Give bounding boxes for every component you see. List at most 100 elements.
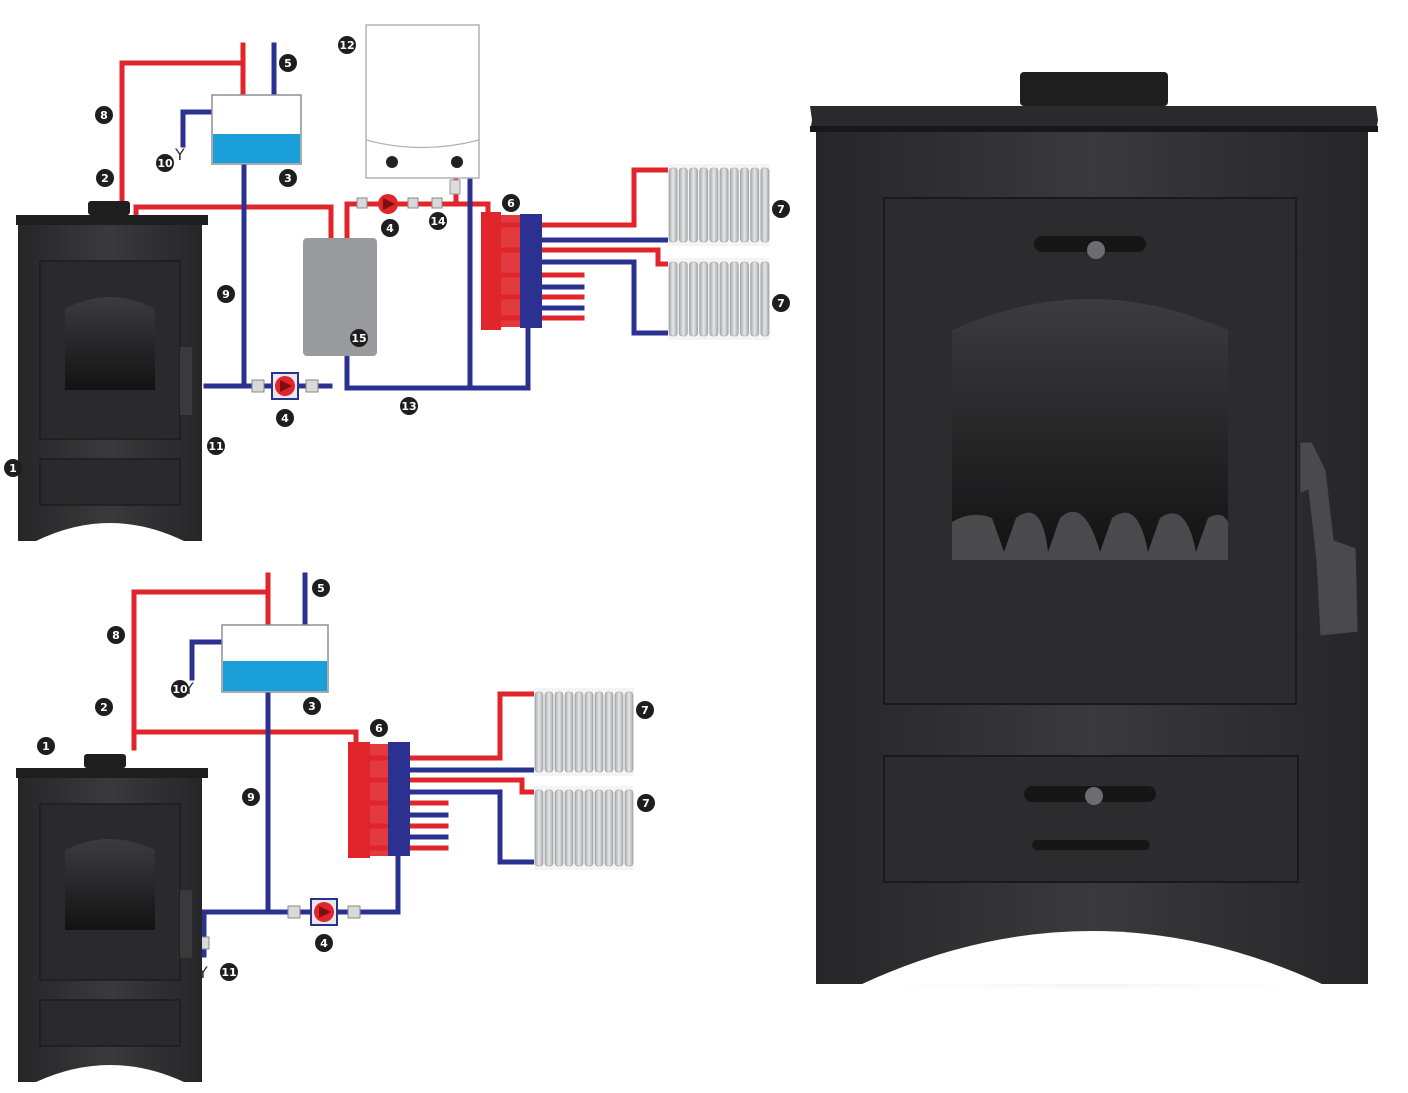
badge-5: 5 xyxy=(312,579,330,597)
radiator-fin xyxy=(554,691,564,773)
radiator-fin xyxy=(534,691,544,773)
top-small-stove xyxy=(16,201,208,541)
badge-13: 13 xyxy=(400,397,418,415)
badge-label: 14 xyxy=(430,215,446,228)
radiator-fin xyxy=(614,691,624,773)
top-pipe-boiler-hot xyxy=(344,201,491,241)
radiator-fin xyxy=(689,167,698,243)
radiator-fin xyxy=(614,789,624,867)
top-valve-icon xyxy=(251,197,443,393)
bottom-radiator-1-supply xyxy=(497,691,539,761)
badge-7: 7 xyxy=(637,794,655,812)
radiator-fin xyxy=(689,261,698,337)
large-stove-photo xyxy=(792,72,1392,993)
badge-6: 6 xyxy=(502,194,520,212)
badge-label: 8 xyxy=(100,109,108,122)
bottom-radiator-1 xyxy=(534,688,634,776)
badge-label: 6 xyxy=(375,722,383,735)
badge-11: 11 xyxy=(207,437,225,455)
radiator-fin xyxy=(699,167,709,243)
radiator-fin xyxy=(668,167,678,243)
radiator-fin xyxy=(760,261,770,337)
badge-label: 2 xyxy=(101,172,109,185)
badge-label: 4 xyxy=(320,937,328,950)
radiator-fin xyxy=(584,691,594,773)
bottom-radiator-2-return xyxy=(407,789,539,865)
top-pipe-2-hot-riser xyxy=(133,204,334,241)
badge-label: 1 xyxy=(42,740,50,753)
badge-7: 7 xyxy=(772,294,790,312)
badge-label: 3 xyxy=(308,700,316,713)
radiator-fin xyxy=(604,691,614,773)
radiator-fin xyxy=(668,261,678,337)
top-accumulator-tank xyxy=(303,238,377,356)
radiator-fin xyxy=(699,261,709,337)
radiator-fin xyxy=(594,691,604,773)
badge-label: 7 xyxy=(777,203,785,216)
bottom-radiator-2-supply xyxy=(365,777,539,795)
badge-label: 11 xyxy=(221,966,236,979)
bottom-pump-icon xyxy=(310,898,338,926)
bottom-drain-y-icon-2: Y xyxy=(197,963,208,982)
badge-4: 4 xyxy=(276,409,294,427)
top-radiator-2-return xyxy=(541,259,673,336)
top-radiator-2-supply xyxy=(497,247,673,267)
flue-collar xyxy=(1020,72,1168,106)
badge-3: 3 xyxy=(303,697,321,715)
badge-label: 12 xyxy=(339,39,354,52)
radiator-fin xyxy=(719,167,729,243)
radiator-fin xyxy=(544,789,554,867)
badge-9: 9 xyxy=(217,285,235,303)
radiator-fin xyxy=(760,167,770,243)
radiator-fin xyxy=(624,789,634,867)
door-handle xyxy=(1299,441,1359,637)
radiator-fin xyxy=(554,789,564,867)
badge-label: 13 xyxy=(401,400,416,413)
ash-drawer xyxy=(883,755,1299,883)
badge-12: 12 xyxy=(338,36,356,54)
top-pump-icon xyxy=(271,372,299,400)
badge-1: 1 xyxy=(37,737,55,755)
radiator-fin xyxy=(624,691,634,773)
top-pipe-13-return xyxy=(344,323,531,391)
badge-11: 11 xyxy=(220,963,238,981)
badge-label: 9 xyxy=(222,288,230,301)
top-radiator-2 xyxy=(668,258,770,340)
bottom-return-main xyxy=(201,853,401,915)
bottom-pipe-10-drain xyxy=(189,639,225,681)
bottom-scheme: Y Y xyxy=(16,572,634,1082)
badge-label: 11 xyxy=(208,440,223,453)
badge-2: 2 xyxy=(95,698,113,716)
top-drain-y-icon: Y xyxy=(174,145,185,164)
badge-label: 4 xyxy=(386,222,394,235)
badge-label: 7 xyxy=(641,704,649,717)
badge-15: 15 xyxy=(350,329,368,347)
bottom-small-stove xyxy=(16,754,208,1082)
badge-label: 10 xyxy=(157,157,173,170)
radiator-fin xyxy=(594,789,604,867)
badge-4: 4 xyxy=(381,219,399,237)
badge-label: 5 xyxy=(317,582,325,595)
badge-7: 7 xyxy=(636,701,654,719)
radiator-fin xyxy=(564,789,574,867)
bottom-manifold xyxy=(348,742,410,858)
fire-grate xyxy=(952,511,1228,560)
radiator-fin xyxy=(584,789,594,867)
radiator-fin xyxy=(740,167,749,243)
radiator-fin xyxy=(574,691,584,773)
badge-label: 15 xyxy=(351,332,366,345)
badge-label: 10 xyxy=(172,683,188,696)
badge-8: 8 xyxy=(107,626,125,644)
top-cold-pipes xyxy=(180,42,673,391)
badge-label: 5 xyxy=(284,57,292,70)
top-plate xyxy=(810,106,1378,132)
top-scheme: Y xyxy=(16,24,770,541)
top-radiator-1 xyxy=(668,164,770,246)
top-pump-icon-2 xyxy=(378,194,398,214)
badge-label: 2 xyxy=(100,701,108,714)
bottom-valve-icon xyxy=(198,905,361,950)
stove-legs-arch xyxy=(862,931,1322,984)
top-radiator-1-supply xyxy=(631,167,673,228)
bottom-cold-pipes xyxy=(189,572,539,958)
